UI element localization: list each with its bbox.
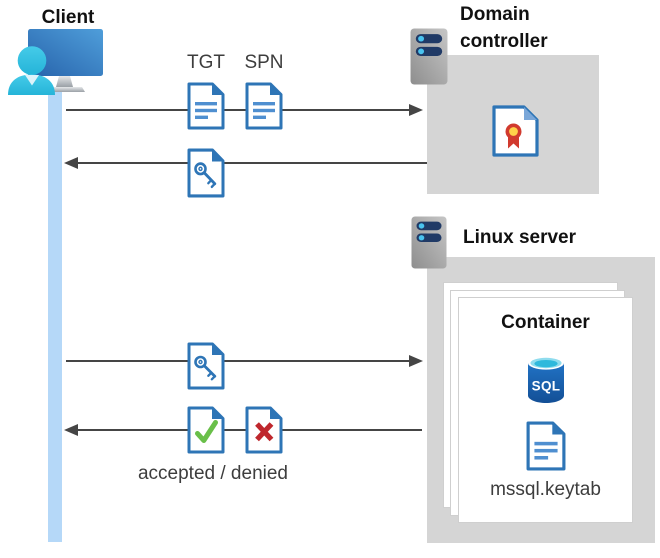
arrow-service-request: [66, 355, 423, 368]
linux-server-icon: [411, 216, 447, 269]
service-ticket-key-document-icon: [187, 148, 225, 198]
domain-controller-server-icon: [410, 28, 448, 85]
accepted-check-document-icon: [187, 406, 225, 454]
certificate-icon: [492, 105, 539, 157]
arrowhead-left-icon: [64, 424, 78, 436]
arrow-shaft: [66, 360, 410, 362]
arrow-shaft: [78, 162, 427, 164]
sql-database-icon: SQL: [527, 356, 564, 403]
arrow-auth-result: [64, 424, 422, 437]
container-label: Container: [501, 312, 590, 333]
domain-controller-label: Domain controller: [460, 4, 548, 52]
spn-label: SPN: [244, 52, 284, 73]
arrow-shaft: [66, 109, 410, 111]
arrow-ticket-response: [64, 157, 427, 170]
arrow-ticket-request: [66, 104, 423, 117]
spn-document-icon: [245, 82, 283, 130]
keytab-document-icon: [526, 421, 566, 471]
client-label: Client: [41, 7, 95, 28]
tgt-document-icon: [187, 82, 225, 130]
client-user-monitor-icon: [8, 29, 103, 95]
container-sheet-front: Container SQL mssql.keytab: [458, 297, 633, 523]
tgt-label: TGT: [187, 52, 225, 73]
arrowhead-left-icon: [64, 157, 78, 169]
service-ticket-key-document-icon: [187, 342, 225, 390]
linux-server-label: Linux server: [463, 227, 576, 248]
sql-badge-label: SQL: [531, 379, 560, 394]
denied-cross-document-icon: [245, 406, 283, 454]
auth-result-caption: accepted / denied: [137, 463, 288, 484]
keytab-file-label: mssql.keytab: [490, 479, 601, 500]
client-lifeline: [48, 90, 62, 542]
arrowhead-right-icon: [409, 104, 423, 116]
arrowhead-right-icon: [409, 355, 423, 367]
